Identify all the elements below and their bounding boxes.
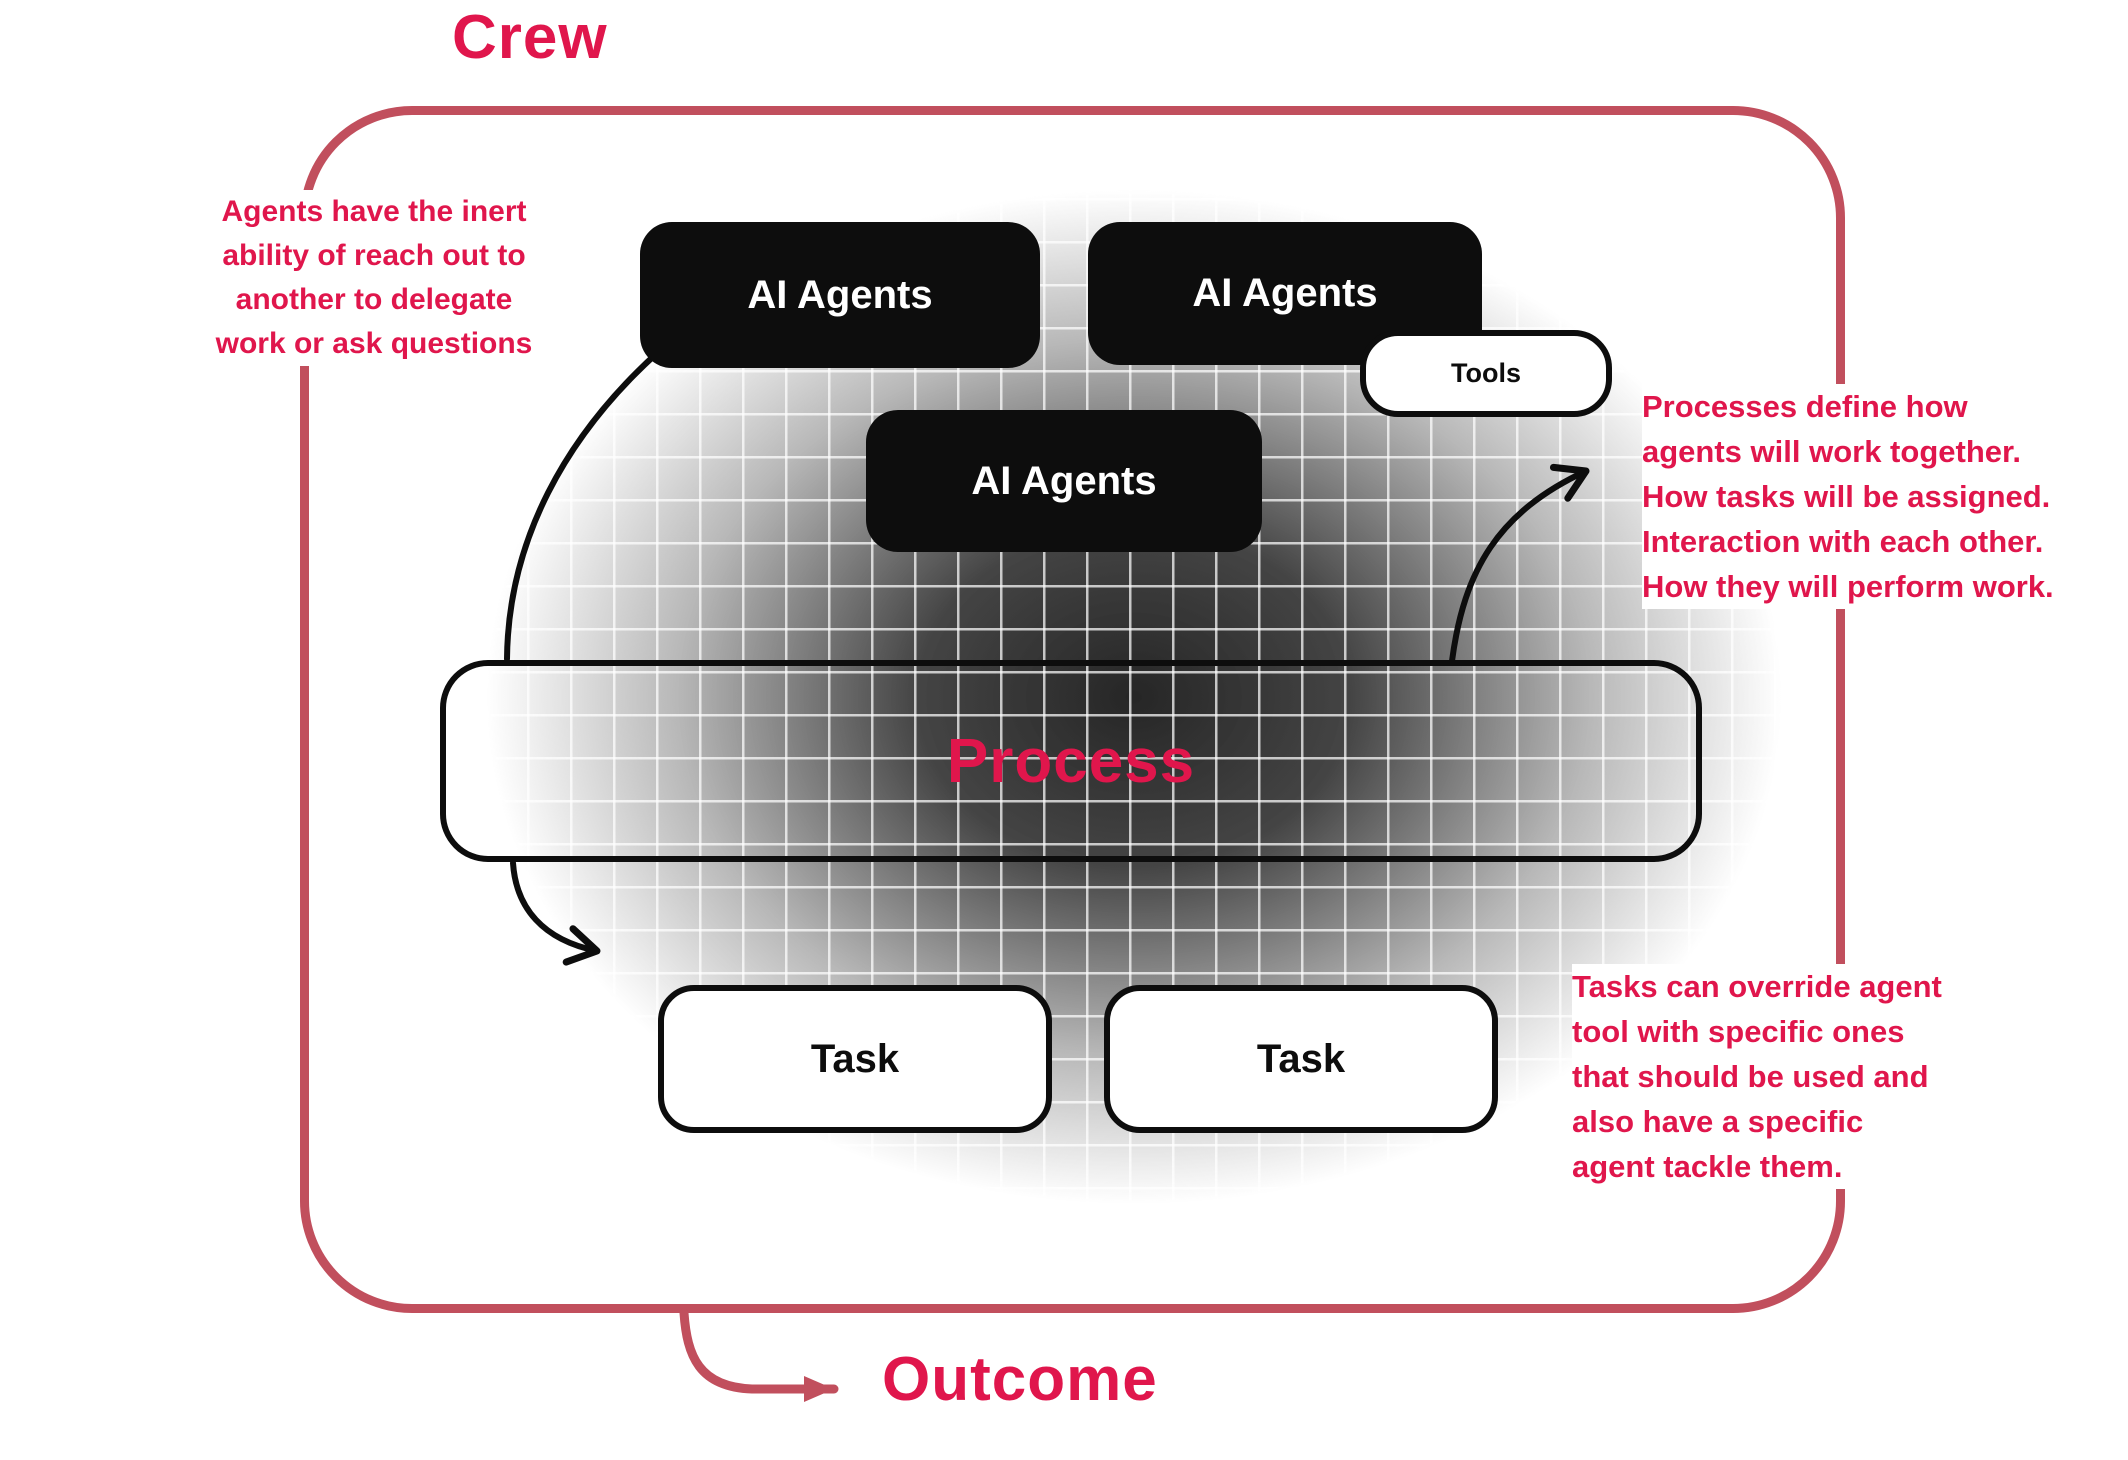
crew-title: Crew [452, 3, 608, 72]
ai-agents-label: AI Agents [971, 458, 1157, 503]
outcome-arrow [679, 1308, 839, 1402]
ai-agents-label: AI Agents [747, 272, 933, 317]
annotation-processes-define: Processes define how agents will work to… [1642, 384, 2128, 609]
outcome-label: Outcome [882, 1345, 1158, 1414]
tools-box: Tools [1360, 330, 1612, 417]
ai-agents-box-1: AI Agents [640, 222, 1040, 368]
task-box-2: Task [1104, 985, 1498, 1133]
task-label: Task [1256, 1036, 1346, 1081]
ai-agents-box-3: AI Agents [866, 410, 1262, 552]
tools-label: Tools [1451, 358, 1521, 388]
process-box: Process [440, 660, 1702, 862]
crew-boundary [300, 106, 1845, 1313]
annotation-tasks-override: Tasks can override agent tool with speci… [1572, 964, 2012, 1189]
ai-agents-label: AI Agents [1192, 271, 1378, 315]
task-label: Task [810, 1036, 900, 1081]
task-box-1: Task [658, 985, 1052, 1133]
process-label: Process [946, 726, 1196, 796]
annotation-agents-delegate: Agents have the inert ability of reach o… [168, 190, 580, 366]
